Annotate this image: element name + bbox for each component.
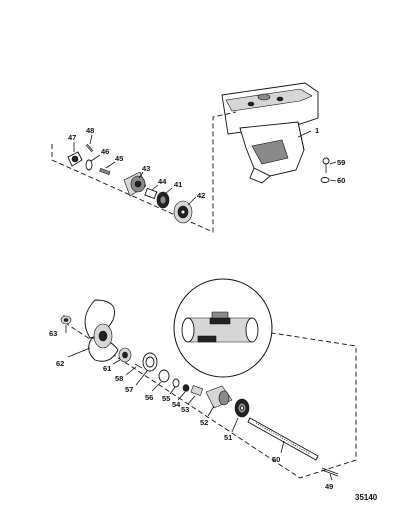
callout-63: 63 [49, 329, 57, 338]
gear-43 [123, 171, 147, 197]
nut-63 [60, 315, 72, 325]
washer-60 [320, 177, 330, 183]
leader-lines [65, 130, 337, 481]
spacer-53 [190, 385, 204, 396]
callout-57: 57 [125, 385, 133, 394]
callout-43: 43 [142, 164, 150, 173]
detail-inset [173, 278, 273, 378]
propeller-62 [84, 299, 119, 362]
callout-61: 61 [103, 364, 111, 373]
callout-48: 48 [86, 126, 94, 135]
lower-dashed-envelope [63, 315, 357, 479]
callout-42: 42 [197, 191, 205, 200]
screw-59 [322, 157, 330, 173]
callout-41: 41 [174, 180, 182, 189]
clutch-52 [205, 385, 233, 409]
callout-59: 59 [337, 158, 345, 167]
spacer-44 [144, 187, 158, 200]
callout-62: 62 [56, 359, 64, 368]
callout-44: 44 [158, 177, 167, 186]
thrust-hub-61 [118, 347, 132, 363]
callout-50: 50 [272, 455, 280, 464]
washer-55 [172, 378, 180, 388]
callout-49: 49 [325, 482, 333, 491]
pin-45 [99, 167, 111, 175]
pin-49 [321, 467, 339, 477]
pin-58 [134, 363, 143, 369]
callout-56: 56 [145, 393, 153, 402]
callout-52: 52 [200, 418, 208, 427]
callout-54: 54 [172, 400, 181, 409]
bearing-54 [182, 384, 190, 392]
callout-51: 51 [224, 433, 232, 442]
callout-46: 46 [101, 147, 109, 156]
ring-56 [158, 369, 170, 383]
callout-55: 55 [162, 394, 170, 403]
nut-47 [67, 151, 83, 167]
gear-51 [234, 398, 250, 418]
callout-47: 47 [68, 133, 76, 142]
callout-53: 53 [181, 405, 189, 414]
gear-housing [221, 82, 319, 184]
washer-57 [142, 352, 158, 372]
pinion-41 [156, 191, 170, 209]
callout-58: 58 [115, 374, 123, 383]
callout-1: 1 [315, 126, 319, 135]
callout-labels: 1 59 60 47 48 46 45 43 44 41 42 63 62 61… [49, 126, 345, 491]
figure-number: 35140 [355, 493, 378, 502]
washer-46 [85, 159, 93, 171]
upper-dashed-envelope [51, 111, 237, 233]
propeller-shaft-50 [247, 417, 319, 461]
callout-45: 45 [115, 154, 123, 163]
pin-48 [85, 143, 94, 153]
bearing-42 [173, 200, 193, 224]
callout-60: 60 [337, 176, 345, 185]
